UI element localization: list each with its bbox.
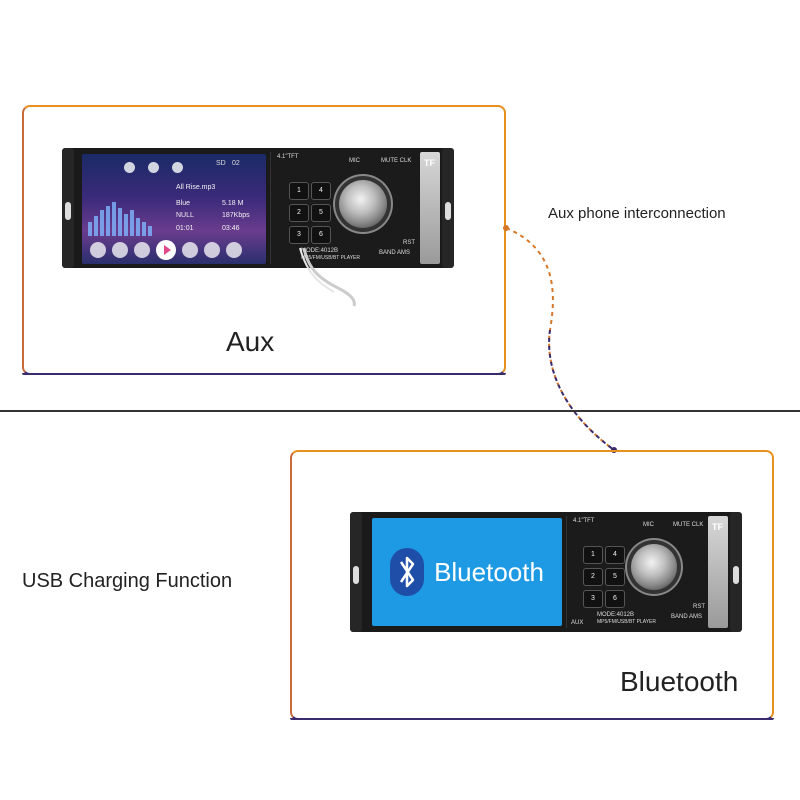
song-bitrate: 187Kbps bbox=[222, 212, 250, 219]
preset-key-3: 3 bbox=[289, 226, 309, 244]
preset-key-4: 4 bbox=[311, 182, 331, 200]
band-label: BAND AMS bbox=[671, 614, 703, 620]
preset-key-1: 1 bbox=[583, 546, 603, 564]
mode-label: MODE:4012B bbox=[301, 248, 339, 254]
preset-key-5: 5 bbox=[311, 204, 331, 222]
aux-phone-label: Aux phone interconnection bbox=[548, 205, 726, 222]
song-artist: Blue bbox=[176, 200, 191, 207]
next-icon bbox=[204, 242, 220, 258]
aux-label: Aux bbox=[226, 326, 275, 357]
preset-key-2: 2 bbox=[583, 568, 603, 586]
sd-label: SD bbox=[216, 160, 226, 167]
sd-number: 02 bbox=[232, 160, 240, 167]
car-radio-bluetooth: Bluetooth 4.1"TFT MIC MUTE CLK 1 2 3 4 5… bbox=[350, 512, 742, 632]
forward-icon bbox=[182, 242, 198, 258]
time-total: 03:46 bbox=[222, 225, 240, 232]
bluetooth-feature-frame bbox=[290, 450, 774, 720]
band-label: BAND AMS bbox=[379, 250, 411, 256]
menu-icon bbox=[124, 162, 135, 173]
mic-label: MIC bbox=[643, 522, 654, 528]
preset-key-6: 6 bbox=[311, 226, 331, 244]
mute-label: MUTE CLK bbox=[381, 158, 412, 164]
tf-card-slot: TF bbox=[708, 516, 728, 628]
preset-key-4: 4 bbox=[605, 546, 625, 564]
player-label: MP5/FM/USB/BT PLAYER bbox=[597, 619, 656, 625]
time-elapsed: 01:01 bbox=[176, 225, 194, 232]
shuffle-icon bbox=[226, 242, 242, 258]
preset-key-6: 6 bbox=[605, 590, 625, 608]
right-mount-ear bbox=[730, 512, 742, 632]
section-divider bbox=[0, 410, 800, 412]
prev-icon bbox=[112, 242, 128, 258]
tf-card-slot: TF bbox=[420, 152, 440, 264]
bluetooth-screen-text: Bluetooth bbox=[434, 556, 544, 587]
mute-label: MUTE CLK bbox=[673, 522, 704, 528]
radio-control-panel: 4.1"TFT MIC MUTE CLK 1 2 3 4 5 6 MODE:40… bbox=[566, 516, 707, 628]
radio-control-panel: 4.1"TFT MIC MUTE CLK 1 2 3 4 5 6 MODE:40… bbox=[270, 152, 419, 264]
model-size-label: 4.1"TFT bbox=[573, 518, 595, 524]
aux-port-label: AUX bbox=[571, 620, 584, 626]
settings-icon bbox=[148, 162, 159, 173]
rewind-icon bbox=[134, 242, 150, 258]
song-size: 5.18 M bbox=[222, 200, 244, 207]
song-album: NULL bbox=[176, 212, 194, 219]
usb-charging-label: USB Charging Function bbox=[22, 570, 233, 592]
left-mount-ear bbox=[62, 148, 74, 268]
player-label: MP5/FM/USB/BT PLAYER bbox=[301, 255, 360, 261]
rst-label: RST bbox=[693, 604, 705, 610]
play-icon bbox=[156, 240, 176, 260]
tf-label: TF bbox=[712, 522, 723, 532]
radio-display-bluetooth: Bluetooth bbox=[372, 518, 562, 626]
bluetooth-icon bbox=[390, 548, 425, 596]
equalizer-visual bbox=[88, 194, 158, 236]
mic-label: MIC bbox=[349, 158, 360, 164]
aux-cable-icon bbox=[299, 247, 356, 307]
volume-knob bbox=[339, 180, 387, 228]
volume-knob bbox=[631, 544, 677, 590]
preset-key-1: 1 bbox=[289, 182, 309, 200]
aux-feature-frame bbox=[22, 105, 506, 375]
bluetooth-small-icon bbox=[172, 162, 183, 173]
song-title: All Rise.mp3 bbox=[176, 184, 216, 191]
repeat-icon bbox=[90, 242, 106, 258]
left-mount-ear bbox=[350, 512, 362, 632]
preset-key-2: 2 bbox=[289, 204, 309, 222]
model-size-label: 4.1"TFT bbox=[277, 154, 299, 160]
radio-display-music: SD 02 All Rise.mp3 Blue NULL 5.18 M 187K… bbox=[82, 154, 266, 264]
tf-label: TF bbox=[424, 158, 435, 168]
mode-label: MODE:4012B bbox=[597, 612, 635, 618]
car-radio-aux: SD 02 All Rise.mp3 Blue NULL 5.18 M 187K… bbox=[62, 148, 454, 307]
preset-key-3: 3 bbox=[583, 590, 603, 608]
preset-key-5: 5 bbox=[605, 568, 625, 586]
right-mount-ear bbox=[442, 148, 454, 268]
bluetooth-label: Bluetooth bbox=[620, 666, 739, 697]
rst-label: RST bbox=[403, 240, 415, 246]
